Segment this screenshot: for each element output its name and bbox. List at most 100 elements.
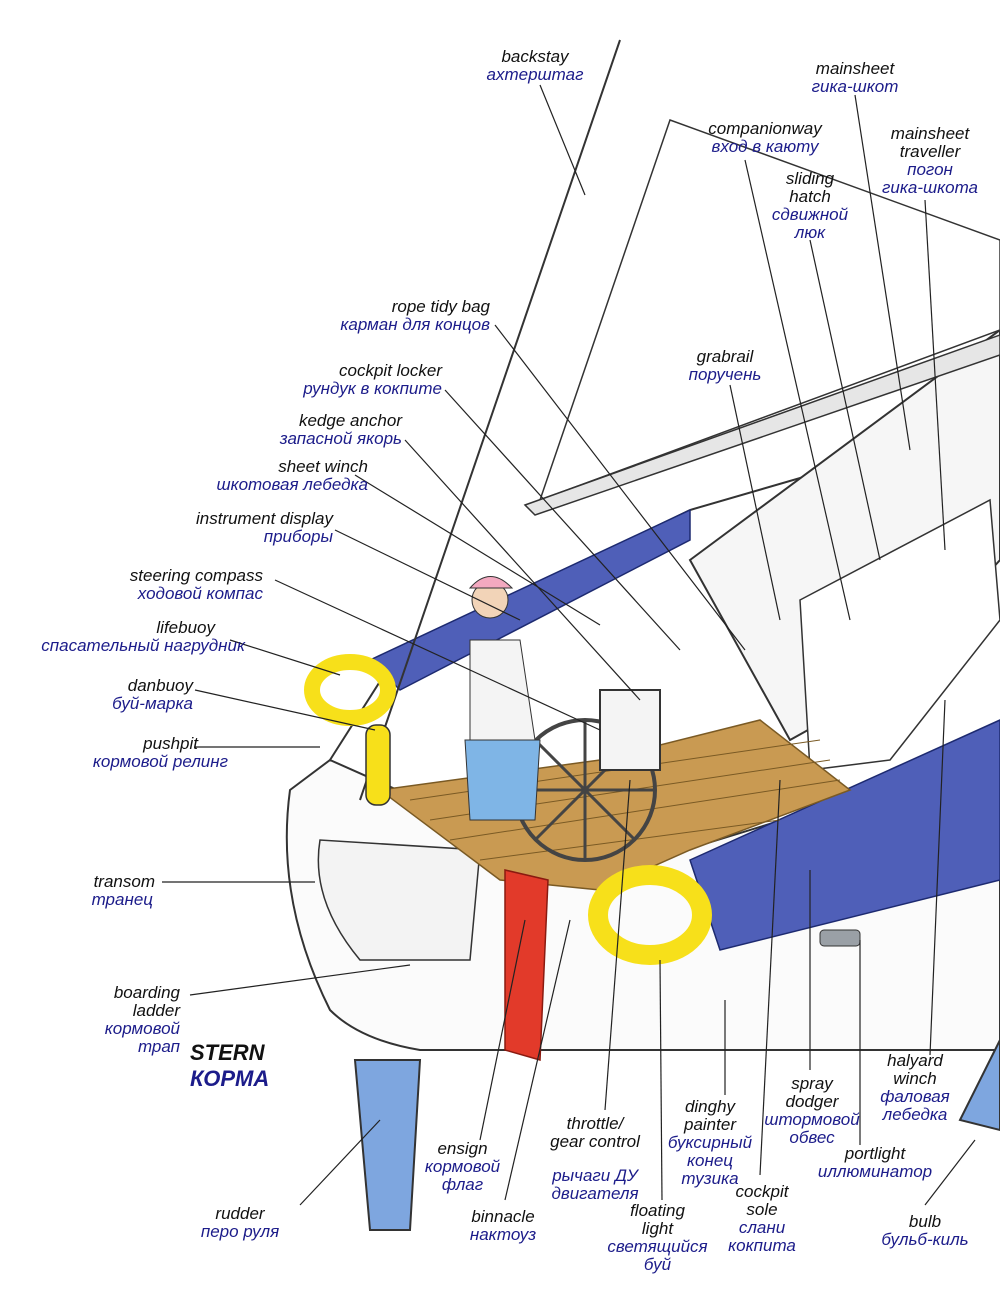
label-text: cockpit: [735, 1182, 789, 1201]
portlight-window: [819, 929, 861, 947]
label-text: обвес: [789, 1128, 835, 1147]
label-text: floating: [630, 1201, 685, 1220]
label-text: backstay: [501, 47, 569, 66]
port-cockpit-cushion: [368, 508, 691, 691]
label-dinghy-painter: dinghy painter буксирный конец тузика: [655, 1098, 765, 1188]
label-text: dodger: [785, 1092, 839, 1111]
label-danbuoy: danbuoy буй-марка: [60, 677, 193, 713]
label-text: бульб-киль: [881, 1230, 969, 1249]
label-cockpit-locker: cockpit locker рундук в кокпите: [240, 362, 442, 398]
label-text: поручень: [688, 365, 762, 384]
label-sliding-hatch: sliding hatch сдвижной люк: [760, 170, 860, 242]
label-halyard-winch: halyard winch фаловая лебедка: [860, 1052, 970, 1124]
label-text: kedge anchor: [298, 411, 402, 430]
label-rudder: rudder перо руля: [185, 1205, 295, 1241]
label-text: hatch: [789, 187, 831, 206]
label-sheet-winch: sheet winch шкотовая лебедка: [170, 458, 368, 494]
horseshoe-buoy: [588, 865, 712, 965]
label-text: кокпита: [728, 1236, 796, 1255]
label-text: instrument display: [195, 509, 333, 528]
label-text: rudder: [215, 1204, 265, 1223]
label-text: светящийся: [607, 1237, 708, 1256]
label-text: gear control: [550, 1132, 640, 1151]
label-text: буй-марка: [112, 694, 193, 713]
label-text: halyard: [887, 1051, 943, 1070]
label-instrument-display: instrument display приборы: [150, 510, 333, 546]
label-text: трап: [137, 1037, 180, 1056]
backstay-wire: [359, 39, 621, 801]
label-text: фаловая: [880, 1087, 950, 1106]
label-text: лебедка: [882, 1105, 948, 1124]
transom-recess: [317, 839, 481, 961]
label-text: spray: [791, 1074, 833, 1093]
label-text: painter: [684, 1115, 736, 1134]
label-spray-dodger: spray dodger штормовой обвес: [752, 1075, 872, 1147]
title-en: STERN: [190, 1040, 265, 1065]
label-text: sole: [746, 1200, 778, 1219]
label-text: sliding: [785, 169, 835, 188]
helmsman: [464, 576, 541, 821]
label-text: погон: [907, 160, 953, 179]
label-text: кормовой: [104, 1019, 180, 1038]
label-pushpit: pushpit кормовой релинг: [50, 735, 228, 771]
label-text: конец: [686, 1151, 733, 1170]
label-text: карман для концов: [340, 315, 490, 334]
label-text: люк: [794, 223, 826, 242]
label-text: сдвижной: [771, 205, 849, 224]
label-ensign: ensign кормовой флаг: [410, 1140, 515, 1194]
label-grabrail: grabrail поручень: [670, 348, 780, 384]
label-text: portlight: [844, 1144, 906, 1163]
label-text: флаг: [441, 1175, 484, 1194]
label-text: иллюминатор: [817, 1162, 933, 1181]
label-floating-light: floating light светящийся буй: [595, 1202, 720, 1274]
label-text: ахтерштаг: [486, 65, 584, 84]
label-transom: transom транец: [60, 873, 155, 909]
label-steering-compass: steering compass ходовой компас: [90, 567, 263, 603]
mainsail: [538, 119, 1000, 502]
label-text: буксирный: [667, 1133, 753, 1152]
label-text: гика-шкота: [882, 178, 978, 197]
label-text: штормовой: [764, 1110, 860, 1129]
label-boarding-ladder: boarding ladder кормовой трап: [70, 984, 180, 1056]
rudder-blade: [353, 1059, 422, 1231]
label-text: mainsheet: [815, 59, 895, 78]
label-text: light: [641, 1219, 674, 1238]
label-cockpit-sole: cockpit sole слани кокпита: [712, 1183, 812, 1255]
label-text: grabrail: [696, 347, 754, 366]
label-text: рычаги ДУ: [552, 1166, 638, 1185]
label-text: двигателя: [551, 1184, 639, 1203]
label-text: запасной якорь: [279, 429, 402, 448]
label-throttle: throttle/ gear control рычаги ДУ двигате…: [530, 1115, 660, 1203]
label-text: steering compass: [129, 566, 263, 585]
label-text: ensign: [437, 1139, 488, 1158]
label-backstay: backstay ахтерштаг: [460, 48, 610, 84]
label-text: pushpit: [143, 734, 198, 753]
label-text: гика-шкот: [811, 77, 899, 96]
label-text: нактоуз: [469, 1225, 537, 1244]
lifebuoy-ring: [304, 654, 396, 726]
label-text: rope tidy bag: [391, 297, 490, 316]
label-mainsheet: mainsheet гика-шкот: [780, 60, 930, 96]
ensign-flag: [504, 869, 549, 1061]
label-text: ходовой компас: [137, 584, 263, 603]
label-text: кормовой релинг: [92, 752, 228, 771]
label-text: danbuoy: [127, 676, 193, 695]
label-text: перо руля: [200, 1222, 280, 1241]
label-bulb: bulb бульб-киль: [860, 1213, 990, 1249]
label-mainsheet-traveller: mainsheet traveller погон гика-шкота: [860, 125, 1000, 197]
label-text: bulb: [908, 1212, 942, 1231]
label-text: шкотовая лебедка: [216, 475, 368, 494]
label-text: winch: [893, 1069, 937, 1088]
label-text: вход в каюту: [711, 137, 819, 156]
label-text: слани: [738, 1218, 786, 1237]
label-text: sheet winch: [278, 457, 368, 476]
title-ru: КОРМА: [190, 1066, 270, 1091]
danbuoy-pole: [365, 724, 391, 806]
label-lifebuoy: lifebuoy спасательный нагрудник: [5, 619, 245, 655]
label-text: приборы: [263, 527, 333, 546]
label-text: cockpit locker: [339, 361, 442, 380]
label-text: mainsheet: [890, 124, 970, 143]
label-text: companionway: [708, 119, 822, 138]
label-binnacle: binnacle нактоуз: [448, 1208, 558, 1244]
